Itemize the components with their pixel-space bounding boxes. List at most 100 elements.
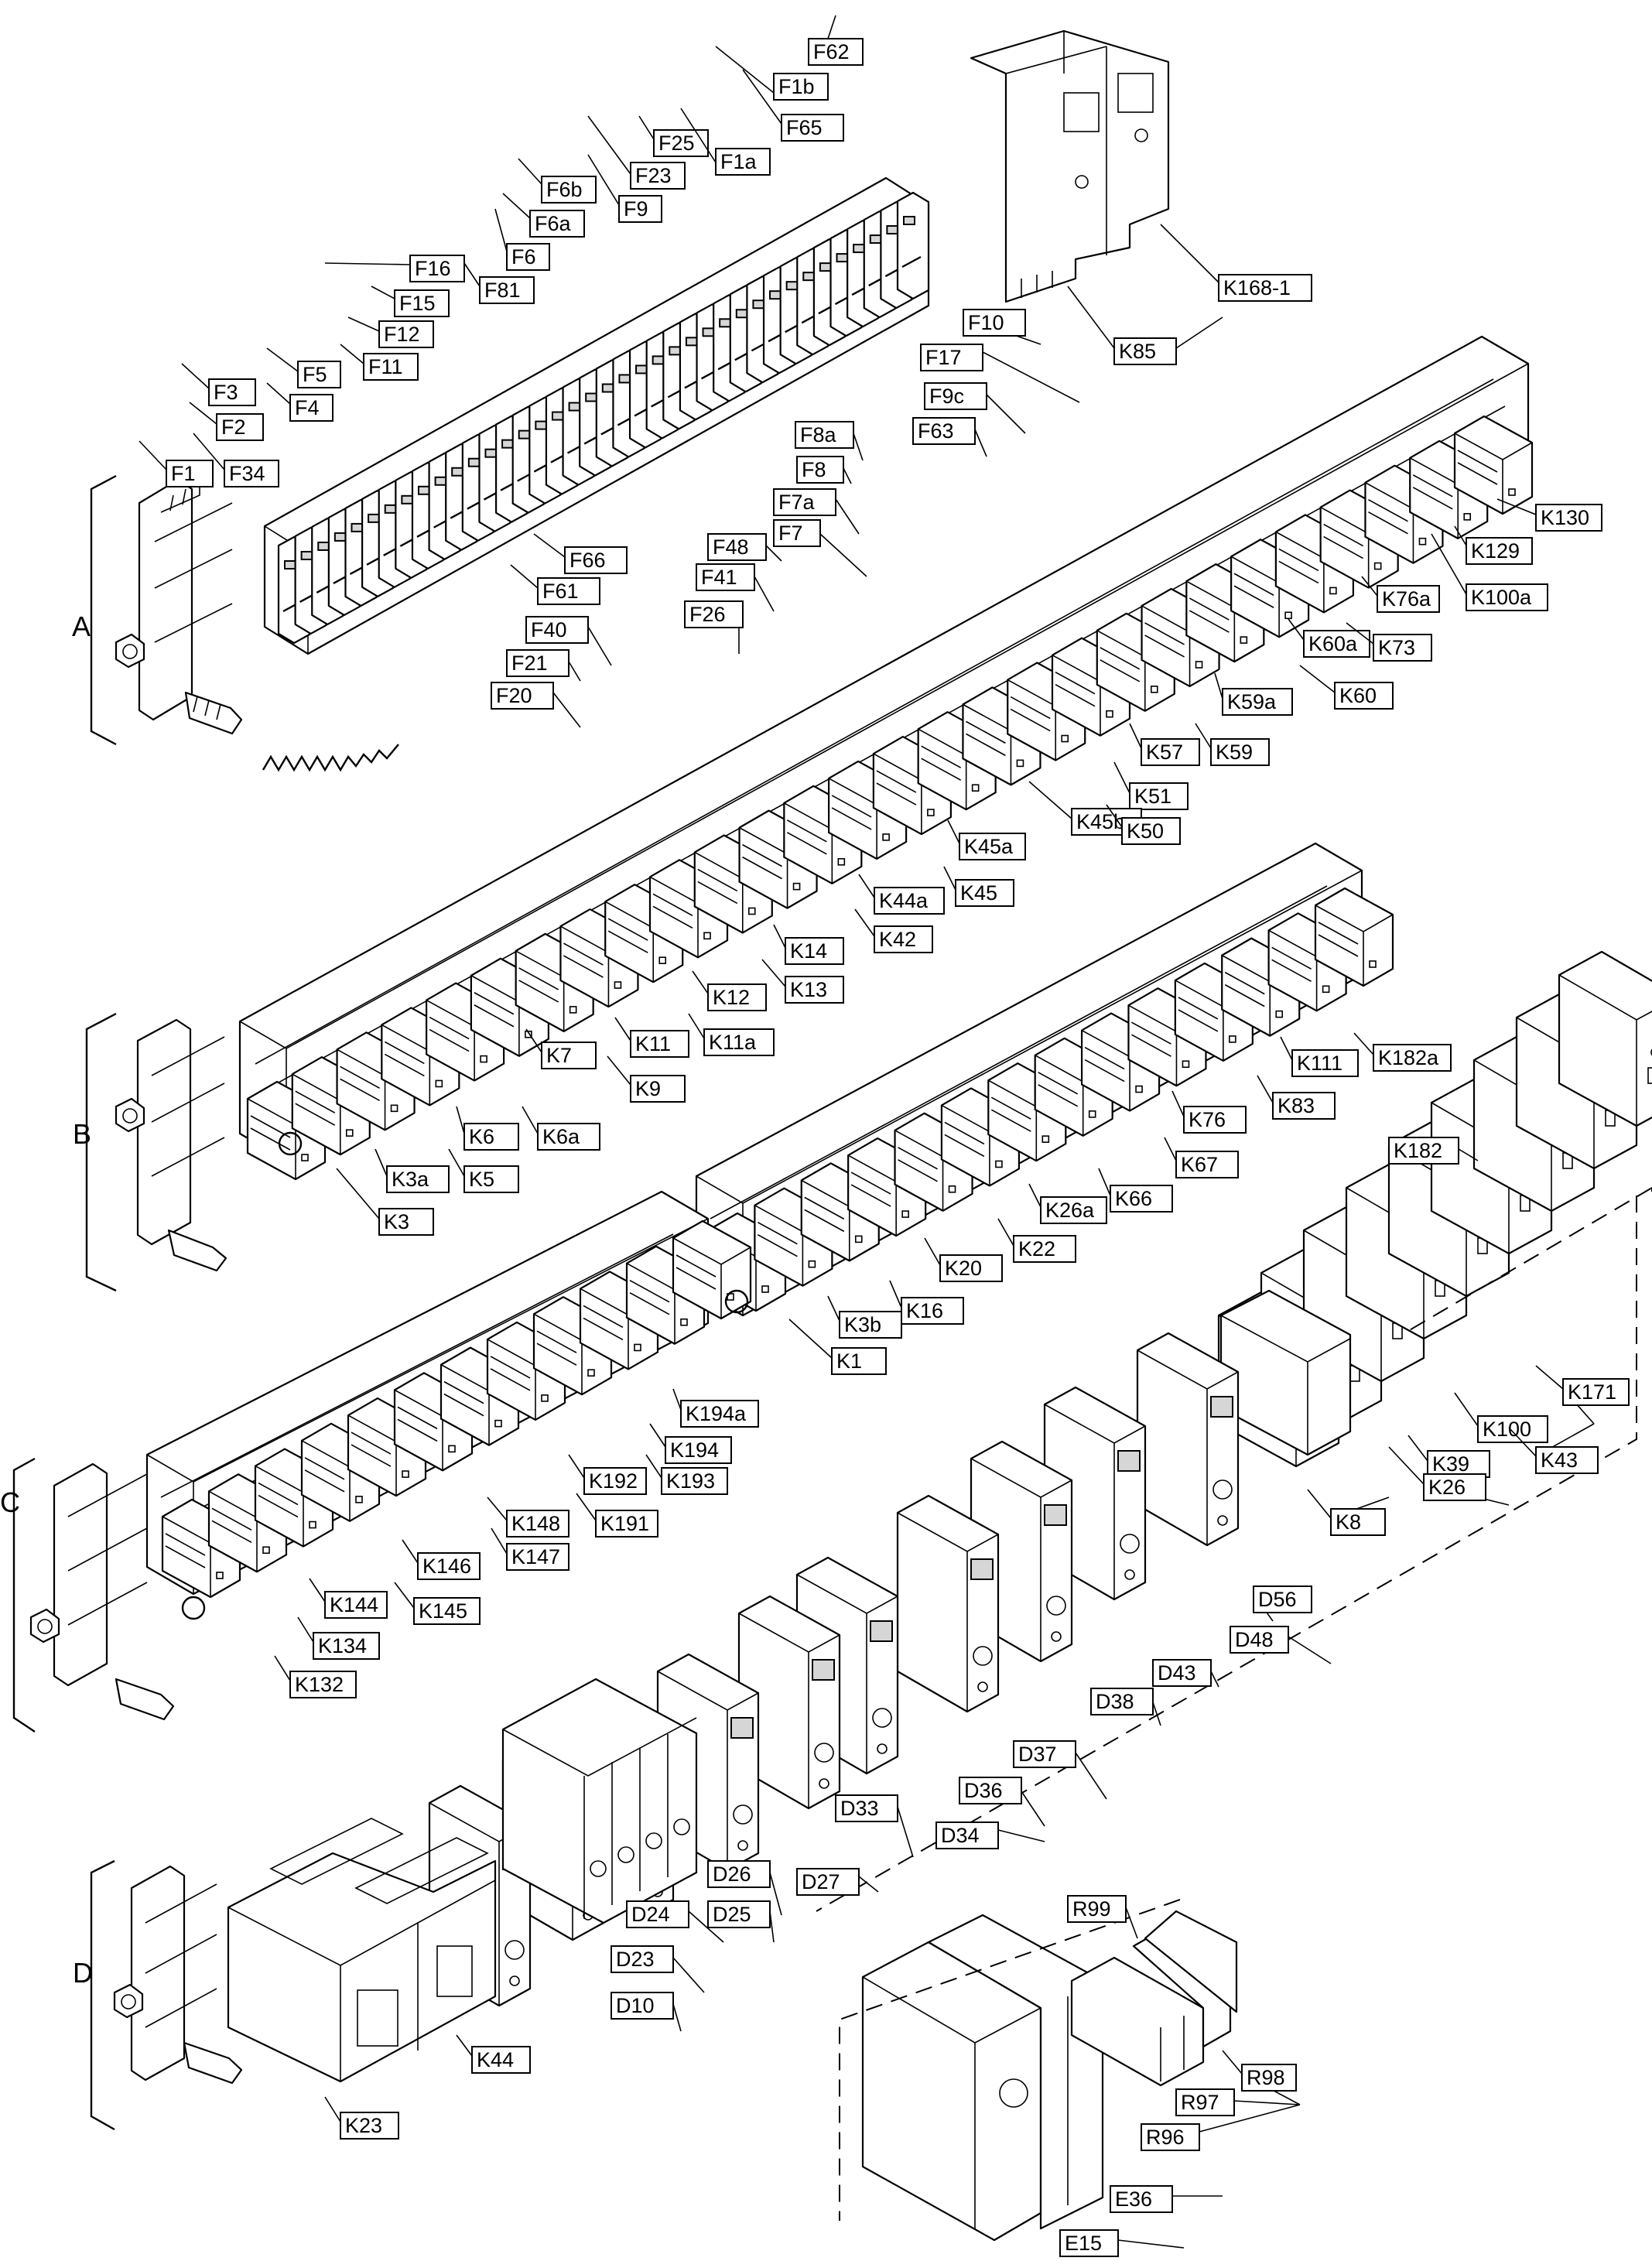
label-k44a: K44a — [879, 889, 929, 912]
callout-k1: K1 — [788, 1319, 887, 1375]
label-k148: K148 — [511, 1512, 560, 1535]
label-f63: F63 — [918, 419, 954, 443]
callout-f15: F15 — [371, 286, 450, 317]
callout-e36: E36 — [1110, 2185, 1223, 2213]
callout-k9: K9 — [607, 1055, 686, 1103]
callout-f8a: F8a — [795, 421, 864, 461]
callout-k39: K39 — [1407, 1435, 1490, 1478]
label-k194a: K194a — [686, 1402, 747, 1425]
module-r96-r99 — [1070, 1910, 1238, 2087]
callout-f25: F25 — [638, 115, 709, 157]
callout-k43: K43 — [1508, 1423, 1599, 1474]
d-module — [896, 1494, 1000, 1713]
callout-k51: K51 — [1113, 761, 1189, 810]
callout-k3a: K3a — [375, 1148, 450, 1193]
callout-f2: F2 — [189, 402, 264, 441]
group-bracket-b — [85, 1012, 227, 1292]
label-k45a: K45a — [964, 835, 1014, 858]
label-f17: F17 — [925, 346, 962, 369]
callout-k12: K12 — [692, 970, 767, 1011]
label-e36: E36 — [1115, 2187, 1152, 2211]
label-k85: K85 — [1119, 340, 1156, 363]
callout-k16: K16 — [889, 1280, 964, 1325]
label-k57: K57 — [1146, 741, 1183, 764]
callout-k42: K42 — [854, 908, 933, 953]
label-k60: K60 — [1339, 684, 1377, 707]
label-f23: F23 — [635, 164, 672, 187]
label-f25: F25 — [658, 132, 695, 155]
label-k43: K43 — [1541, 1449, 1578, 1472]
label-k51: K51 — [1134, 785, 1171, 808]
callout-k26: K26 — [1388, 1446, 1510, 1506]
dashed-outline-upper — [816, 1187, 1652, 1912]
callout-f1b: F1b — [715, 46, 829, 101]
label-f40: F40 — [531, 618, 567, 641]
label-f1b: F1b — [778, 75, 815, 98]
label-f21: F21 — [511, 652, 548, 675]
label-k130: K130 — [1541, 506, 1589, 529]
label-k6a: K6a — [542, 1125, 580, 1148]
label-k6: K6 — [469, 1125, 494, 1148]
callout-f66: F66 — [533, 533, 628, 574]
label-k76a: K76a — [1382, 587, 1431, 611]
label-k45: K45 — [960, 881, 997, 905]
callout-k6: K6 — [456, 1106, 519, 1151]
callout-k66: K66 — [1098, 1168, 1173, 1213]
callout-f6b: F6b — [518, 158, 597, 204]
callout-k11a: K11a — [688, 1013, 775, 1056]
callout-k168-1: K168-1 — [1160, 224, 1312, 302]
callout-k182: K182 — [1388, 1137, 1479, 1165]
callout-k73: K73 — [1346, 622, 1432, 662]
callout-f41: F41 — [696, 563, 775, 612]
callout-k76: K76 — [1171, 1090, 1247, 1134]
callout-k130: K130 — [1496, 498, 1602, 532]
label-f81: F81 — [484, 279, 521, 302]
label-k8: K8 — [1336, 1510, 1361, 1534]
label-f16: F16 — [415, 257, 451, 280]
label-k23: K23 — [345, 2114, 382, 2137]
label-k146: K146 — [422, 1555, 471, 1578]
label-k45b: K45b — [1076, 810, 1125, 833]
group-letter-c: C — [0, 1486, 20, 1518]
callout-k3: K3 — [336, 1168, 434, 1236]
callout-f81: F81 — [463, 262, 535, 304]
label-k168-1: K168-1 — [1223, 276, 1291, 299]
callout-f23: F23 — [587, 115, 686, 190]
callout-f48: F48 — [707, 533, 782, 562]
label-r98: R98 — [1247, 2066, 1285, 2089]
callout-k57: K57 — [1129, 723, 1200, 766]
label-f12: F12 — [384, 323, 420, 346]
label-f41: F41 — [701, 566, 737, 589]
callout-k8: K8 — [1307, 1489, 1390, 1536]
callout-k13: K13 — [761, 959, 844, 1004]
label-k132: K132 — [295, 1673, 344, 1696]
label-d38: D38 — [1096, 1690, 1134, 1713]
callout-k191: K191 — [576, 1493, 658, 1538]
label-k59: K59 — [1216, 741, 1253, 764]
label-f6b: F6b — [546, 178, 583, 201]
relay-module — [672, 1219, 752, 1320]
label-k3a: K3a — [392, 1168, 429, 1191]
callout-e15: E15 — [1059, 2229, 1185, 2257]
callout-k60: K60 — [1299, 665, 1394, 710]
callout-k22: K22 — [997, 1218, 1076, 1263]
label-k14: K14 — [790, 939, 827, 963]
callout-k132: K132 — [274, 1655, 357, 1698]
label-d10: D10 — [616, 1994, 655, 2017]
spring-clip — [262, 744, 399, 772]
callout-f26: F26 — [684, 600, 744, 654]
label-d33: D33 — [840, 1797, 879, 1820]
callout-k11: K11 — [614, 1017, 689, 1058]
callout-k182a: K182a — [1353, 1032, 1452, 1072]
callout-k192: K192 — [568, 1454, 647, 1495]
label-f4: F4 — [295, 396, 320, 419]
callout-k26a: K26a — [1028, 1183, 1107, 1224]
label-k26: K26 — [1428, 1476, 1466, 1499]
callout-f1a: F1a — [680, 108, 771, 176]
label-f3: F3 — [214, 381, 238, 404]
callout-k6a: K6a — [522, 1106, 600, 1151]
callout-d24: D24 — [626, 1900, 724, 1943]
callout-k171: K171 — [1535, 1365, 1630, 1425]
label-k83: K83 — [1277, 1094, 1315, 1117]
